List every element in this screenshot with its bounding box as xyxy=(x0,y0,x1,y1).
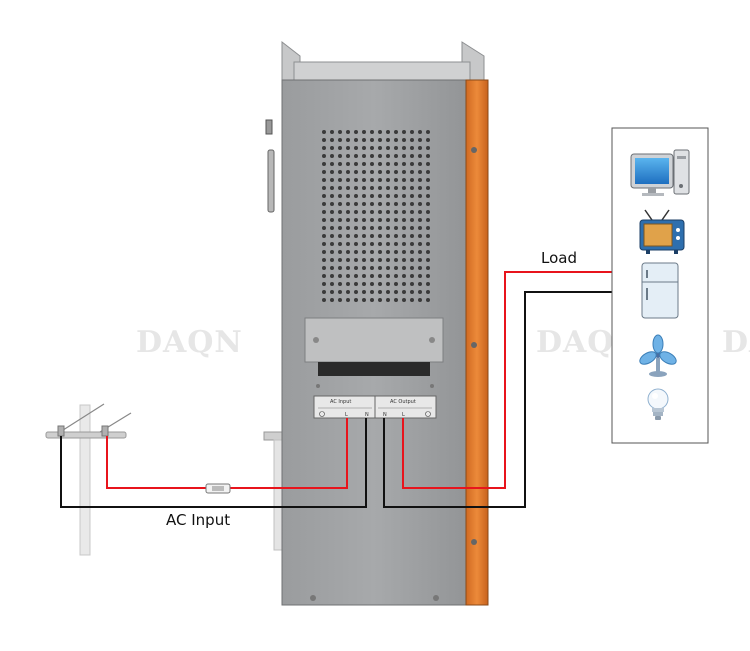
vent-grille xyxy=(318,128,432,304)
ac-output-terminal-label: AC Output xyxy=(390,399,416,405)
cabinet-top xyxy=(281,40,485,83)
screw-icon xyxy=(471,342,477,348)
load-panel xyxy=(611,127,709,444)
output-neutral-wire xyxy=(383,291,612,508)
ac-input-label: AC Input xyxy=(166,511,230,529)
ac-input-terminal-label: AC Input xyxy=(330,399,351,405)
screw-icon xyxy=(471,539,477,545)
fuse-icon xyxy=(205,483,231,494)
terminal-block: AC Input AC Output L N N L xyxy=(313,395,437,419)
fridge-icon xyxy=(641,262,679,319)
cable-slot xyxy=(318,362,430,376)
inverter-cabinet xyxy=(265,79,489,606)
output-live-wire xyxy=(402,271,612,489)
load-label: Load xyxy=(541,249,577,267)
computer-icon xyxy=(630,149,690,196)
tv-icon xyxy=(639,209,685,254)
watermark-text: DAQN xyxy=(136,325,243,360)
fan-icon xyxy=(639,334,677,377)
input-n-label: N xyxy=(365,412,369,418)
cover-plate xyxy=(304,317,444,363)
utility-pole xyxy=(45,403,132,556)
output-l-label: L xyxy=(402,412,405,418)
mounting-bracket xyxy=(263,431,285,551)
screw-icon xyxy=(471,147,477,153)
input-l-label: L xyxy=(345,412,348,418)
watermark-text: DAQN xyxy=(722,325,750,360)
bulb-icon xyxy=(647,388,669,420)
output-n-label: N xyxy=(383,412,387,418)
input-neutral-wire xyxy=(60,418,367,508)
